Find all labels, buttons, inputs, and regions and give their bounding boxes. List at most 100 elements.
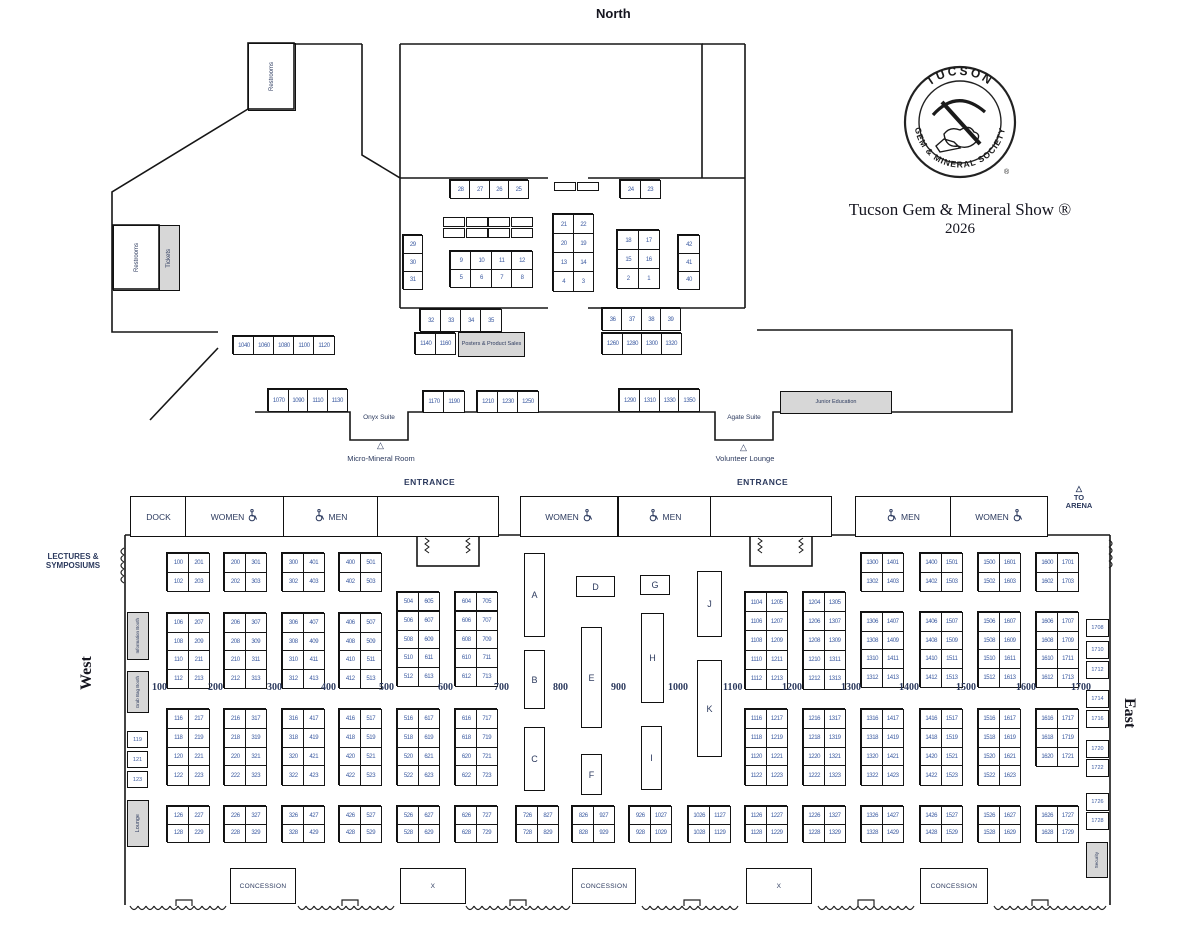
onyx-suite-label: Onyx Suite	[363, 414, 395, 421]
booth-108: 108	[167, 631, 190, 652]
booth-723: 723	[475, 765, 498, 787]
booth-1500: 1500	[978, 553, 1001, 574]
booth-529: 529	[359, 823, 382, 843]
booth-1318: 1318	[861, 727, 884, 749]
aisle-label-800: 800	[553, 682, 568, 693]
exhibit-case-D: D	[576, 576, 615, 597]
booth-122: 122	[167, 765, 190, 787]
booth-401: 401	[302, 553, 325, 574]
booth-1290: 1290	[619, 389, 641, 412]
booth-1306: 1306	[861, 612, 884, 633]
x-stand: X	[400, 868, 466, 904]
booth-328: 328	[282, 823, 305, 843]
booth-1620: 1620	[1036, 746, 1059, 768]
booth-501: 501	[359, 553, 382, 574]
booth-211: 211	[187, 650, 210, 671]
table	[510, 227, 533, 238]
booth-303: 303	[244, 571, 267, 592]
booth-36: 36	[602, 308, 624, 331]
wheelchair-icon	[649, 509, 659, 524]
booth-1129: 1129	[708, 823, 731, 843]
table	[465, 227, 488, 238]
booth-717: 717	[475, 709, 498, 730]
booth-1519: 1519	[940, 727, 963, 749]
booth-1210: 1210	[477, 391, 499, 413]
booth-307: 307	[244, 613, 267, 634]
booth-1120: 1120	[313, 336, 335, 355]
restrooms-left-label: Restrooms	[133, 243, 140, 273]
booth-1210: 1210	[803, 649, 826, 671]
booth-513: 513	[359, 668, 382, 689]
booth-1523: 1523	[940, 765, 963, 787]
table	[554, 182, 576, 191]
booth-1713: 1713	[1056, 667, 1079, 688]
booth-1028: 1028	[688, 823, 711, 843]
booth-1308: 1308	[861, 630, 884, 651]
room-women3: WOMEN	[950, 496, 1048, 537]
booth-1040: 1040	[233, 336, 255, 355]
booth-1400: 1400	[920, 553, 943, 574]
booth-1319: 1319	[823, 727, 846, 749]
exhibit-case-I: I	[641, 726, 662, 790]
booth-1422: 1422	[920, 765, 943, 787]
booth-202: 202	[224, 571, 247, 592]
booth-1513: 1513	[940, 667, 963, 688]
booth-1412: 1412	[920, 667, 943, 688]
booth-1628: 1628	[1036, 823, 1059, 843]
booth-1707: 1707	[1056, 612, 1079, 633]
booth-1508: 1508	[978, 630, 1001, 651]
restrooms-top: Restrooms	[248, 43, 296, 111]
booth-121: 121	[127, 751, 148, 768]
booth-313: 313	[244, 668, 267, 689]
booth-329: 329	[244, 823, 267, 843]
booth-3: 3	[572, 271, 594, 292]
booth-607: 607	[417, 611, 440, 632]
table	[510, 217, 533, 227]
society-logo: TUCSON GEM & MINERAL SOCIETY ®	[900, 62, 1020, 184]
booth-406: 406	[339, 613, 362, 634]
booth-112: 112	[167, 668, 190, 689]
booth-1703: 1703	[1056, 571, 1079, 592]
wheelchair-icon	[887, 509, 897, 524]
booth-200: 200	[224, 553, 247, 574]
booth-123: 123	[127, 771, 148, 788]
booth-312: 312	[282, 668, 305, 689]
booth-1108: 1108	[745, 630, 768, 652]
booth-929: 929	[592, 823, 615, 843]
booth-413: 413	[302, 668, 325, 689]
booth-711: 711	[475, 648, 498, 669]
room-ent1	[377, 496, 499, 537]
booth-729: 729	[475, 823, 498, 843]
door-marker: △	[1075, 484, 1083, 493]
booth-1305: 1305	[823, 592, 846, 614]
booth-1512: 1512	[978, 667, 1001, 688]
entrance-label-east: ENTRANCE	[737, 477, 789, 487]
booth-608: 608	[455, 629, 478, 650]
booth-229: 229	[187, 823, 210, 843]
booth-713: 713	[475, 666, 498, 687]
booth-619: 619	[417, 727, 440, 749]
security-label: Security	[1093, 851, 1099, 869]
show-title: Tucson Gem & Mineral Show ®	[848, 200, 1072, 219]
booth-32: 32	[420, 309, 442, 332]
logo-reg-mark: ®	[1004, 168, 1010, 176]
booth-613: 613	[417, 666, 440, 687]
aisle-label-1300: 1300	[841, 682, 861, 693]
booth-617: 617	[417, 709, 440, 730]
booth-22: 22	[572, 214, 594, 235]
lectures-symposiums-label: LECTURES & SYMPOSIUMS	[28, 552, 118, 570]
booth-27: 27	[469, 180, 491, 199]
booth-322: 322	[282, 765, 305, 787]
booth-1330: 1330	[658, 389, 681, 412]
